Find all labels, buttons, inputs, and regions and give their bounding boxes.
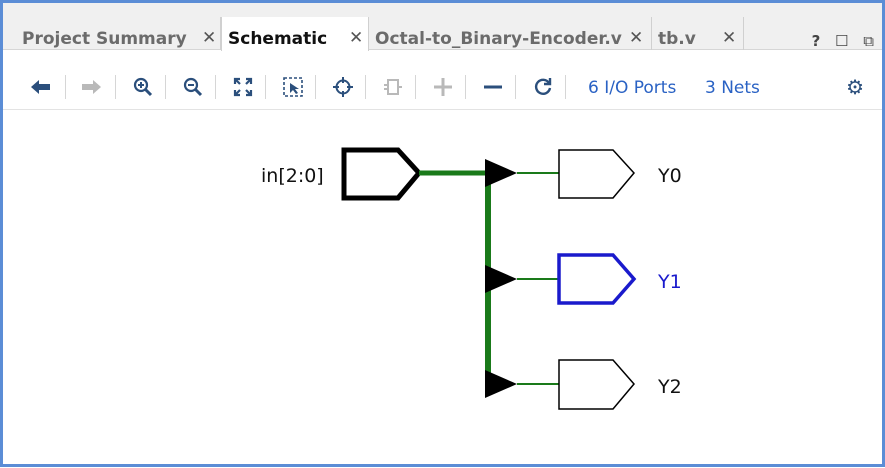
- expand-plus-icon[interactable]: [428, 73, 458, 101]
- close-icon[interactable]: ✕: [202, 28, 217, 48]
- tab-label: Project Summary: [22, 29, 187, 49]
- regenerate-icon[interactable]: [378, 73, 408, 101]
- input-port-label: in[2:0]: [261, 165, 324, 187]
- schematic-canvas[interactable]: in[2:0] Y0 Y1 Y2: [3, 110, 882, 464]
- io-ports-link[interactable]: 6 I/O Ports: [588, 78, 677, 98]
- back-arrow-icon[interactable]: [26, 73, 56, 101]
- maximize-icon[interactable]: ☐: [835, 32, 849, 50]
- tab-bar: Project Summary ✕ Schematic ✕ Octal-to_B…: [3, 3, 882, 51]
- toolbar-separator: [115, 75, 116, 99]
- collapse-minus-icon[interactable]: [478, 73, 508, 101]
- schematic-toolbar: 6 I/O Ports 3 Nets ⚙: [3, 65, 882, 110]
- toolbar-separator: [165, 75, 166, 99]
- toolbar-separator: [465, 75, 466, 99]
- close-icon[interactable]: ✕: [722, 28, 737, 48]
- toolbar-separator: [315, 75, 316, 99]
- tab-label: Schematic: [228, 29, 328, 49]
- output-port-y2[interactable]: [558, 359, 635, 410]
- tab-schematic[interactable]: Schematic ✕: [221, 17, 369, 51]
- toolbar-separator: [565, 75, 566, 99]
- output-port-y0[interactable]: [558, 149, 635, 199]
- nets-link[interactable]: 3 Nets: [705, 78, 760, 98]
- close-icon[interactable]: ✕: [349, 28, 364, 48]
- output-label-y2: Y2: [657, 376, 682, 398]
- zoom-out-icon[interactable]: [178, 73, 208, 101]
- output-port-y1[interactable]: [557, 253, 637, 305]
- zoom-fit-icon[interactable]: [228, 73, 258, 101]
- zoom-in-icon[interactable]: [128, 73, 158, 101]
- output-label-y1: Y1: [657, 271, 682, 293]
- tab-label: tb.v: [658, 29, 696, 49]
- toolbar-separator: [265, 75, 266, 99]
- tab-label: Octal-to_Binary-Encoder.v: [375, 29, 622, 49]
- float-icon[interactable]: ⧉: [863, 32, 874, 50]
- tab-project-summary[interactable]: Project Summary ✕: [16, 17, 221, 50]
- help-icon[interactable]: ?: [811, 32, 821, 50]
- tab-octal-to-binary-encoder[interactable]: Octal-to_Binary-Encoder.v ✕: [369, 17, 652, 50]
- toolbar-separator: [515, 75, 516, 99]
- bus-ripper-0[interactable]: [485, 159, 517, 187]
- toolbar-separator: [365, 75, 366, 99]
- bus-ripper-2[interactable]: [485, 370, 517, 398]
- gear-icon[interactable]: ⚙: [846, 75, 864, 99]
- bus-ripper-1[interactable]: [485, 265, 517, 293]
- window-controls: ? ☐ ⧉: [802, 32, 874, 50]
- close-icon[interactable]: ✕: [629, 28, 644, 48]
- toolbar-separator: [415, 75, 416, 99]
- input-port-in[interactable]: [341, 147, 423, 201]
- zoom-area-icon[interactable]: [278, 73, 308, 101]
- crosshair-icon[interactable]: [328, 73, 358, 101]
- toolbar-separator: [65, 75, 66, 99]
- tab-tb-v[interactable]: tb.v ✕: [652, 17, 744, 50]
- output-label-y0: Y0: [657, 165, 682, 187]
- refresh-icon[interactable]: [528, 73, 558, 101]
- forward-arrow-icon[interactable]: [76, 73, 106, 101]
- toolbar-separator: [215, 75, 216, 99]
- schematic-diagram: in[2:0] Y0 Y1 Y2: [261, 147, 682, 410]
